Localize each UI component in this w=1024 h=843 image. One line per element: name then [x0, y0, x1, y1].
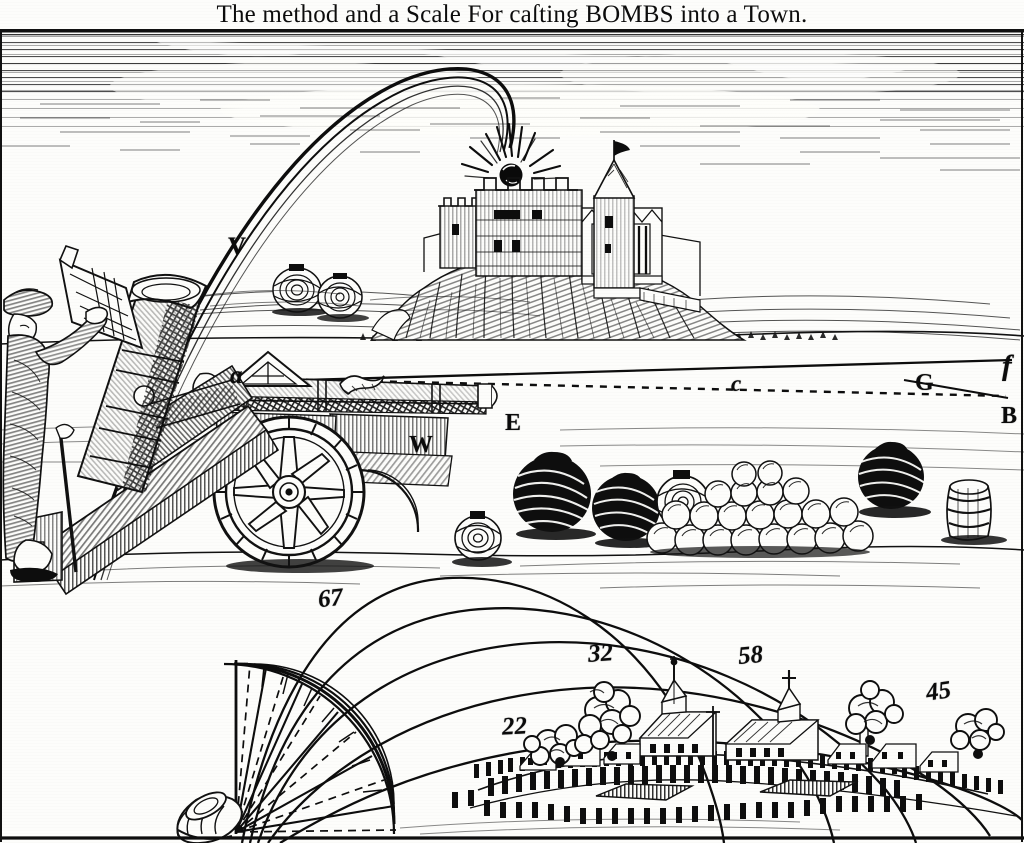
trajectory-label-58: 58 [736, 640, 765, 671]
church-spire-right [776, 670, 802, 723]
cannon-sight-frame [225, 350, 313, 387]
trajectory-label-32: 32 [587, 639, 614, 668]
impact-bursts [555, 735, 983, 767]
scale-mortar [176, 791, 243, 843]
label-G: G [915, 370, 934, 396]
label-c: c [731, 371, 742, 396]
label-W: W [409, 432, 433, 458]
castle-tower-with-flag [592, 140, 641, 299]
label-E: E [505, 410, 522, 436]
plate-border [0, 32, 1023, 842]
gunner-figure [2, 288, 109, 582]
town-buildings [519, 656, 959, 801]
dolphin-handle [339, 375, 385, 396]
explosion-smoke [523, 680, 1005, 766]
label-a: a [230, 362, 243, 389]
fortified-town [452, 656, 1017, 824]
cannonball-stack [646, 460, 874, 558]
gunners-quadrant-scale [0, 660, 1024, 843]
label-f: f [1002, 350, 1012, 382]
trajectory-label-45: 45 [924, 676, 953, 707]
trajectory-67 [240, 576, 726, 843]
bomb-large-1 [513, 451, 596, 540]
hilltop-castle [371, 140, 747, 341]
bomb-large-right [858, 441, 931, 518]
label-V: V [228, 233, 247, 260]
trajectory-label-67: 67 [316, 583, 345, 614]
mortar-barrel [76, 273, 208, 494]
title-rules [0, 29, 1024, 36]
trajectory-45 [256, 640, 918, 843]
bomb-large-2 [592, 472, 665, 548]
distant-bombs [199, 264, 541, 322]
trajectory-58 [248, 607, 836, 843]
bomb-small-left [452, 511, 512, 567]
church-spire-left [660, 656, 688, 715]
bursting-bomb [460, 122, 562, 187]
powder-barrel [941, 479, 1007, 545]
sky-hatching [0, 36, 1024, 171]
castle-keep [474, 177, 583, 277]
plate-title: The method and a Scale For caſting BOMBS… [216, 1, 808, 28]
bomb-and-shot-pile [452, 441, 1007, 567]
rear-wheel [359, 468, 420, 533]
label-B: B [1001, 403, 1018, 429]
trajectory-32 [267, 686, 991, 843]
trajectory-label-22: 22 [501, 712, 528, 741]
